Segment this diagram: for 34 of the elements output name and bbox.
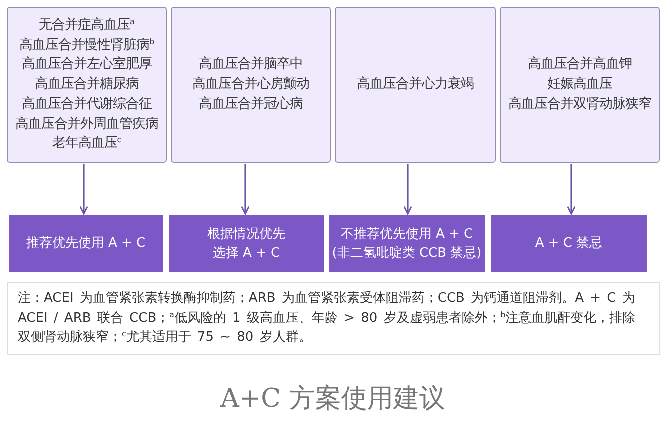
note-box [7, 282, 660, 355]
condition-text: 高血压合并冠心病 [199, 96, 303, 114]
caption: A+C 方案使用建议 [220, 383, 446, 415]
condition-box [500, 7, 660, 163]
recommendation-box [9, 215, 163, 272]
condition-text: 无合并症高血压$^{a}$ [39, 16, 135, 36]
condition-text: 高血压合并心房颤动 [192, 76, 310, 94]
recommendation-box [329, 215, 485, 272]
condition-text: 高血压合并高血钾 [528, 56, 632, 74]
recommendation-text: A + C 禁忌 [535, 235, 603, 253]
condition-text: 妊娠高血压 [548, 76, 612, 94]
recommendation-box [169, 215, 324, 272]
arrow [241, 164, 250, 215]
condition-text: 高血压合并心力衰竭 [357, 76, 474, 94]
recommendation-text: 根据情况优先选择 A + C [206, 226, 286, 262]
condition-box [171, 7, 331, 163]
condition-text: 高血压合并左心室肥厚 [22, 56, 152, 74]
condition-text: 高血压合并慢性肾脏病$^{b}$ [19, 36, 155, 55]
recommendation-text: 推荐优先使用 A + C [26, 235, 146, 253]
condition-text: 高血压合并双肾动脉狭窄 [508, 96, 652, 114]
recommendation-text: (非二氢吡啶类 CCB 禁忌) [332, 244, 482, 262]
condition-text: 高血压合并脑卒中 [199, 56, 303, 74]
recommendation-text: 不推荐优先使用 A + C [340, 226, 474, 244]
condition-box [335, 7, 496, 163]
arrow [567, 164, 576, 215]
condition-box [7, 7, 167, 163]
condition-text: 高血压合并外周血管疾病 [16, 116, 158, 134]
arrow [404, 164, 412, 215]
arrow [80, 164, 88, 215]
note-text: 注：ACEI 为血管紧张素转换酶抑制药；ARB 为血管紧张素受体阻滞药；CCB 为钙通道阻滞剂。A + C 为 ACEI / ARB 联合 CCB；$^{a}$低风险的 1 级高血压、年龄 > 80 岁及虚弱患者除外；$^{b}$注意血肌酐变化，排除双侧肾动脉狭窄；$^{c}$尤其适用于 75 ~ 80 岁人群。 [18, 290, 637, 348]
recommendation-box [491, 215, 647, 272]
condition-text: 老年高血压$^{c}$ [52, 134, 122, 154]
condition-text: 高血压合并代谢综合征 [22, 96, 152, 114]
condition-text: 高血压合并糖尿病 [35, 76, 139, 94]
